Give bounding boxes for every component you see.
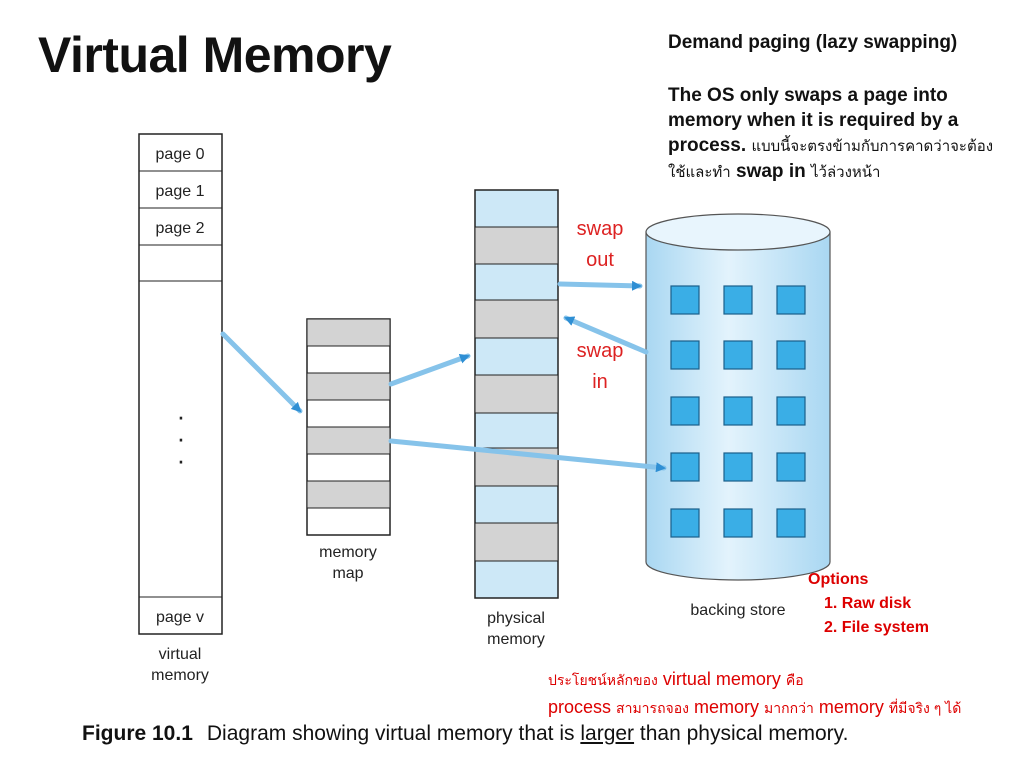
vm-ellipsis-dot: · <box>177 445 186 475</box>
memory-map-label: map <box>332 565 363 582</box>
benefit-line-2: process สามารถจอง memory มากกว่า memory … <box>548 694 961 722</box>
mapping-arrows <box>220 280 667 473</box>
swap-in-word: swap <box>576 340 624 362</box>
arrow-map-to-physical <box>388 353 471 387</box>
memory-map-entry <box>306 372 391 401</box>
physical-frame-used <box>474 299 559 339</box>
backing-store-top <box>645 213 831 251</box>
benefit-english: memory <box>818 697 884 717</box>
swap-out-word: out <box>586 249 614 271</box>
memory-map-entry <box>306 480 391 509</box>
benefit-note: ประโยชน์หลักของ virtual memory คือ proce… <box>548 666 961 722</box>
physical-memory-label: physical <box>487 610 545 627</box>
disk-block <box>776 508 806 538</box>
benefit-line-1: ประโยชน์หลักของ virtual memory คือ <box>548 666 961 694</box>
option-item: 1. Raw disk <box>824 595 912 612</box>
benefit-thai: ที่มีจริง ๆ ได้ <box>888 700 962 716</box>
vm-page-label: page 2 <box>156 220 205 237</box>
figure-caption: Figure 10.1 Diagram showing virtual memor… <box>82 722 848 746</box>
disk-block <box>670 508 700 538</box>
disk-block <box>776 452 806 482</box>
benefit-english: process <box>548 697 612 717</box>
vm-ellipsis-dot: · <box>177 401 186 431</box>
notes-thai-3: ไว้ล่วงหน้า <box>810 164 881 181</box>
swap-in-word: in <box>592 371 608 393</box>
option-item: 2. File system <box>824 619 929 636</box>
caption-underlined-word: larger <box>580 722 635 745</box>
physical-memory: physical memory <box>474 189 559 648</box>
figure-number: Figure 10.1 <box>82 722 193 745</box>
physical-frame-used <box>474 374 559 414</box>
notes-swap-in: swap in <box>736 161 806 182</box>
swap-out-word: swap <box>576 218 624 240</box>
swap-in-label: swap in <box>570 336 630 398</box>
benefit-english: virtual memory <box>662 669 781 689</box>
virtual-memory-frame <box>138 133 223 635</box>
disk-block <box>723 340 753 370</box>
backing-store-blocks <box>670 285 806 538</box>
disk-block <box>723 508 753 538</box>
notes-line-2: memory when it is required by a <box>668 110 959 131</box>
vm-page-label: page 0 <box>156 146 205 163</box>
options-heading: Options <box>808 571 869 588</box>
notes-line-3: process. แบบนี้จะตรงข้ามกับการคาดว่าจะต้… <box>668 133 1018 159</box>
notes-thai-2: ใช้และทำ <box>668 164 731 181</box>
swap-out-arrow <box>557 280 643 291</box>
caption-text-end: than physical memory. <box>639 722 849 745</box>
disk-block <box>776 396 806 426</box>
virtual-memory-column: page 0 page 1 page 2 · · · page v virtua… <box>138 133 223 684</box>
arrow-vm-to-map <box>220 331 303 414</box>
physical-memory-label: memory <box>487 631 545 648</box>
memory-map: memory map <box>306 318 391 582</box>
notes-line-1: The OS only swaps a page into <box>668 85 948 106</box>
physical-frame-used <box>474 226 559 265</box>
virtual-memory-label: virtual <box>159 646 202 663</box>
disk-block <box>776 340 806 370</box>
swap-in-arrow <box>563 315 649 355</box>
caption-text: Diagram showing virtual memory that is <box>206 722 575 745</box>
options-list: Options 1. Raw disk 2. File system <box>808 568 929 640</box>
benefit-thai: มากกว่า <box>764 700 814 716</box>
page-title: Virtual Memory <box>38 27 392 83</box>
memory-map-entry <box>306 426 391 455</box>
disk-block <box>723 285 753 315</box>
disk-block <box>723 396 753 426</box>
physical-frame-used <box>474 522 559 562</box>
vm-last-page-label: page v <box>156 609 204 626</box>
disk-block <box>776 285 806 315</box>
disk-block <box>670 285 700 315</box>
vm-page-label: page 1 <box>156 183 205 200</box>
notes-thai-1: แบบนี้จะตรงข้ามกับการคาดว่าจะต้อง <box>751 138 994 155</box>
backing-store-label: backing store <box>690 602 785 619</box>
notes-line-4: ใช้และทำ swap in ไว้ล่วงหน้า <box>668 159 1018 185</box>
disk-block <box>670 340 700 370</box>
memory-map-entry <box>306 318 391 347</box>
benefit-thai: สามารถจอง <box>616 700 689 716</box>
benefit-english: memory <box>694 697 760 717</box>
demand-paging-notes: Demand paging (lazy swapping) The OS onl… <box>668 30 1018 185</box>
disk-block <box>670 396 700 426</box>
swap-out-label: swap out <box>570 214 630 276</box>
vm-ellipsis-dot: · <box>177 423 186 453</box>
benefit-thai: คือ <box>785 672 804 688</box>
backing-store: backing store <box>645 213 831 619</box>
disk-block <box>723 452 753 482</box>
virtual-memory-label: memory <box>151 667 209 684</box>
memory-map-label: memory <box>319 544 377 561</box>
notes-heading: Demand paging (lazy swapping) <box>668 32 958 53</box>
notes-process-word: process. <box>668 135 747 156</box>
benefit-thai: ประโยชน์หลักของ <box>548 672 658 688</box>
arrow-map-to-backing-store <box>388 438 667 473</box>
disk-block <box>670 452 700 482</box>
